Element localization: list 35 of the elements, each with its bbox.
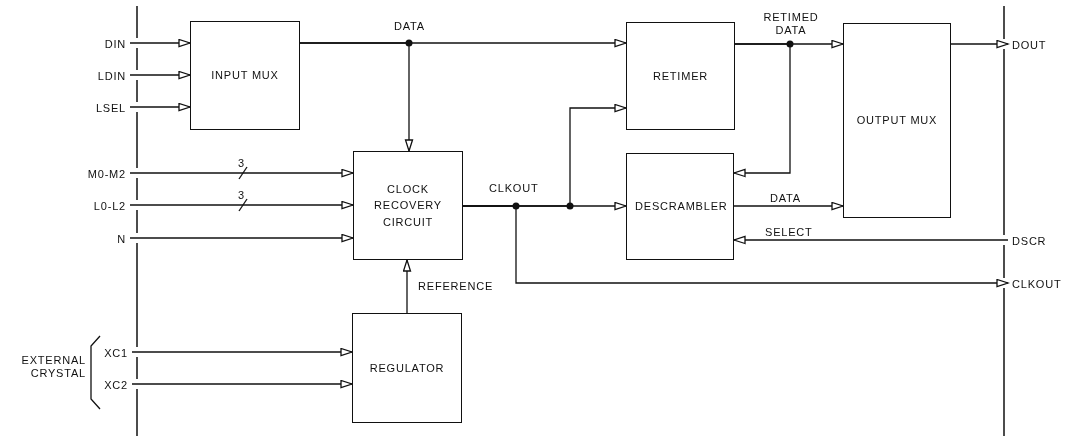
signal-arrow xyxy=(299,42,414,152)
bus-width-label: 3 xyxy=(237,157,246,171)
signal-arrow xyxy=(733,43,791,178)
pin-label: DIN xyxy=(60,36,126,51)
signal-arrow xyxy=(129,70,191,80)
bus-width-label: 3 xyxy=(237,189,246,203)
pin-label: L0-L2 xyxy=(50,198,126,213)
signal-arrow xyxy=(733,201,844,211)
signal-arrow xyxy=(129,200,354,210)
pin-label: M0-M2 xyxy=(50,166,126,181)
signal-arrow xyxy=(129,102,191,112)
function-block: DESCRAMBLER xyxy=(626,153,734,260)
signal-arrow xyxy=(950,39,1009,49)
pin-label: CLKOUT xyxy=(1012,276,1074,291)
pin-label: LDIN xyxy=(60,68,126,83)
signal-arrow xyxy=(402,259,412,314)
function-block: CLOCK RECOVERY CIRCUIT xyxy=(353,151,463,260)
pin-label: XC2 xyxy=(96,377,128,392)
pin-label: N xyxy=(60,231,126,246)
signal-arrow xyxy=(129,168,354,178)
signal-arrow xyxy=(733,235,1009,245)
signal-arrow xyxy=(462,205,1009,288)
pin-label: DSCR xyxy=(1012,233,1062,248)
function-block: REGULATOR xyxy=(352,313,462,423)
signal-arrow xyxy=(129,38,191,48)
function-block: INPUT MUX xyxy=(190,21,300,130)
function-block: OUTPUT MUX xyxy=(843,23,951,218)
pin-label: XC1 xyxy=(96,345,128,360)
pin-label: DOUT xyxy=(1012,37,1062,52)
pin-group-label: EXTERNAL CRYSTAL xyxy=(20,354,87,381)
signal-arrow xyxy=(129,233,354,243)
signal-arrow xyxy=(131,347,353,357)
pin-label: LSEL xyxy=(60,100,126,115)
signal-arrow xyxy=(131,379,353,389)
function-block: RETIMER xyxy=(626,22,735,130)
